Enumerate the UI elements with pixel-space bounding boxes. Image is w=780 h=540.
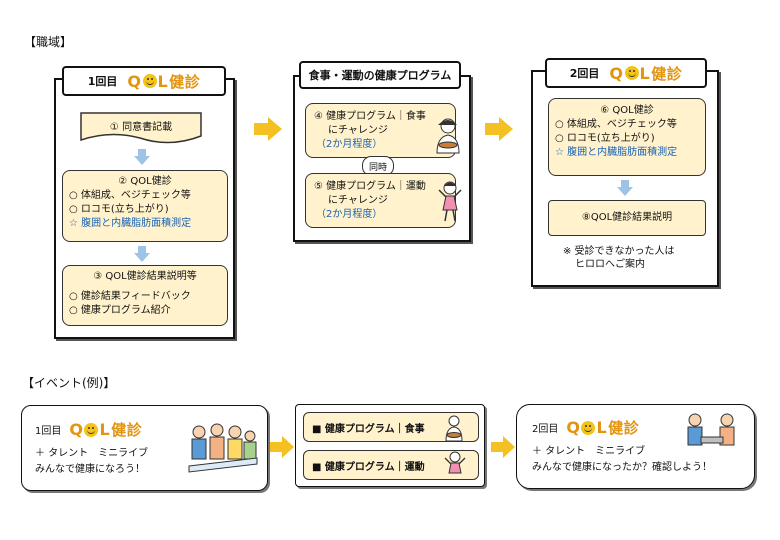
result-explanation-box-2: ⑧QOL健診結果説明 bbox=[548, 200, 706, 236]
box-line-highlight: ☆ 腹囲と内臓脂肪面積測定 bbox=[69, 218, 192, 229]
box-title: ② QOL健診 bbox=[118, 176, 172, 187]
document-shape bbox=[80, 112, 202, 144]
consent-form-text: ① 同意書記載 bbox=[109, 121, 173, 133]
box-line: ⑤ 健康プログラム｜運動 bbox=[314, 181, 426, 192]
event-line: ＋ タレント ミニライブ bbox=[532, 446, 646, 457]
right-arrow-icon bbox=[254, 117, 282, 141]
note-line: ヒロロへご案内 bbox=[575, 259, 645, 270]
event-exercise-program: ■ 健康プログラム｜運動 bbox=[303, 450, 479, 480]
down-arrow-icon bbox=[134, 149, 150, 165]
box-line: にチャレンジ bbox=[328, 125, 388, 136]
consultation-illustration-icon bbox=[687, 413, 735, 446]
round2-label: 2回目 bbox=[569, 67, 600, 80]
box-title: ③ QOL健診結果説明等 bbox=[93, 271, 197, 282]
box-line: ○ 健診結果フィードバック bbox=[69, 291, 191, 302]
note-line: ※ 受診できなかった人は bbox=[563, 246, 675, 257]
eating-person-icon bbox=[445, 415, 463, 442]
section-label-workplace: 【職域】 bbox=[24, 35, 73, 49]
event-line: ＋ タレント ミニライブ bbox=[35, 448, 149, 459]
exercise-program-box: ⑤ 健康プログラム｜運動 にチャレンジ （2か月程度） bbox=[305, 173, 456, 228]
box-line: ○ 健康プログラム紹介 bbox=[69, 305, 171, 316]
event-program-box: ■ 健康プログラム｜食事 ■ 健康プログラム｜運動 bbox=[295, 404, 485, 487]
qol-checkup-box-2: ⑥ QOL健診 ○ 体組成、ベジチェック等 ○ ロコモ(立ち上がり) ☆ 腹囲と… bbox=[548, 98, 706, 176]
box-line-highlight: ☆ 腹囲と内臓脂肪面積測定 bbox=[555, 147, 678, 158]
event-exercise-label: ■ 健康プログラム｜運動 bbox=[312, 461, 425, 473]
eating-person-icon bbox=[436, 118, 460, 154]
event-food-label: ■ 健康プログラム｜食事 bbox=[312, 423, 425, 435]
food-program-box: ④ 健康プログラム｜食事 にチャレンジ （2か月程度） bbox=[305, 103, 456, 158]
qol-checkup-box: ② QOL健診 ○ 体組成、ベジチェック等 ○ ロコモ(立ち上がり) ☆ 腹囲と… bbox=[62, 170, 228, 242]
smile-face-icon bbox=[624, 66, 639, 80]
box-line-highlight: （2か月程度） bbox=[316, 139, 383, 150]
box-line: ○ ロコモ(立ち上がり) bbox=[555, 133, 655, 144]
event-line: みんなで健康になったか？確認しよう！ bbox=[532, 462, 712, 473]
event-round2-label: 2回目 bbox=[532, 424, 559, 435]
down-arrow-icon bbox=[134, 246, 150, 262]
box-line: ④ 健康プログラム｜食事 bbox=[314, 111, 426, 122]
right-arrow-icon bbox=[270, 436, 294, 458]
consent-form-box: ① 同意書記載 bbox=[80, 112, 202, 144]
section-label-event: 【イベント(例)】 bbox=[22, 376, 116, 390]
note: ※ 受診できなかった人は ヒロロへご案内 bbox=[563, 245, 675, 271]
event-line: みんなで健康になろう！ bbox=[35, 464, 145, 475]
result-explanation-box: ③ QOL健診結果説明等 ○ 健診結果フィードバック ○ 健康プログラム紹介 bbox=[62, 265, 228, 326]
right-arrow-icon bbox=[485, 117, 513, 141]
box-line: ○ ロコモ(立ち上がり) bbox=[69, 204, 169, 215]
box-line: にチャレンジ bbox=[328, 195, 388, 206]
round1-label: 1回目 bbox=[87, 75, 118, 88]
smile-face-icon bbox=[581, 420, 596, 435]
program-title: 食事・運動の健康プログラム bbox=[308, 69, 452, 82]
box-line-highlight: （2か月程度） bbox=[316, 209, 383, 220]
program-header: 食事・運動の健康プログラム bbox=[299, 61, 461, 89]
event-round1-label: 1回目 bbox=[35, 426, 62, 437]
crowd-illustration-icon bbox=[188, 423, 258, 473]
right-arrow-icon bbox=[491, 436, 515, 458]
smile-face-icon bbox=[142, 74, 157, 88]
box-title: ⑥ QOL健診 bbox=[600, 105, 654, 116]
down-arrow-icon bbox=[617, 180, 633, 196]
exercising-person-icon bbox=[444, 451, 466, 474]
box-line: ○ 体組成、ベジチェック等 bbox=[69, 190, 191, 201]
smile-face-icon bbox=[84, 422, 99, 437]
exercising-person-icon bbox=[438, 181, 462, 222]
box-line: ○ 体組成、ベジチェック等 bbox=[555, 119, 677, 130]
